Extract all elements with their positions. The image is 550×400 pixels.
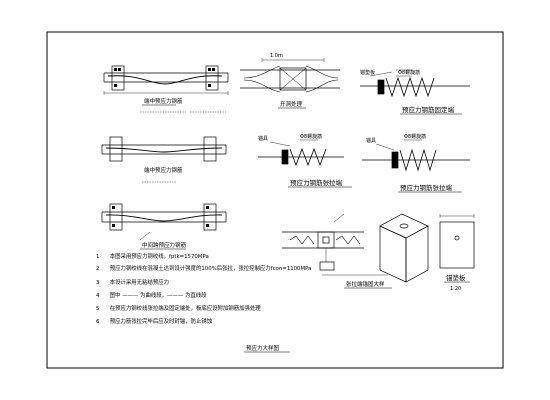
detail-2-caption: 端中预应力钢筋 [144,166,183,174]
note-6-text: 预应力筋张拉完毕后应及时封锚，防止锈蚀 [109,319,213,325]
fixed-end-caption: 预应力钢筋固定端 [402,105,455,114]
detail-3-callout [139,231,151,241]
detail-1-hatch [114,68,215,87]
tension-end-label-b: Φ8螺旋筋 [300,133,322,140]
note-4-num: 4 [96,293,100,299]
detail-3-beam [101,203,227,231]
note-4: 4 图中 ——— 为曲线段，——— 为直线段 [96,293,207,299]
note-3-text: 本设计采用无粘结预应力 [109,280,170,286]
note-1-num: 1 [96,254,100,260]
detail-3-caption: 中间跨预应力钢筋 [142,241,187,249]
note-2: 2 预应力钢绞线在混凝土达到设计强度的100%后张拉，张拉控制应力fcon=11… [96,266,311,272]
drawing-title: 预应力大样图 [246,344,280,352]
note-5-text: 在预应力钢绞线张拉端及固定端处，板底应设附加钢筋加强处理 [109,306,261,312]
note-5: 5 在预应力钢绞线张拉端及固定端处，板底应设附加钢筋加强处理 [96,306,261,312]
anchor-plate-scale: 1:20 [450,286,461,292]
opening-dim-label: 1.0m [270,53,283,59]
note-1-text: 本图采用预应力钢绞线，fptk=1570MPa [109,254,209,260]
opening-caption: 开洞处理 [280,100,303,108]
note-5-num: 5 [96,306,100,312]
note-6-num: 6 [96,319,100,325]
anchor-block-3d [379,213,429,283]
note-6: 6 预应力筋张拉完毕后应及时封锚，防止锈蚀 [96,319,212,325]
note-2-text: 预应力钢绞线在混凝土达到设计强度的100%后张拉，张拉控制应力fcon=1100… [109,266,312,272]
detail-1-caption: 端中预应力钢筋 [144,97,183,105]
fixed-end-label-b: Φ8螺旋筋 [398,69,420,76]
tension-end-detail [258,139,344,167]
note-4-text: 图中 ——— 为曲线段，——— 为直线段 [109,293,207,299]
outer-frame [46,31,504,369]
note-3: 3 本设计采用无粘结预应力 [96,280,169,286]
fixed-end-label-a: 锚垫板 [360,69,375,76]
fixed-end-detail [360,69,470,98]
tension-end-label-a: 锚具 [258,135,268,142]
anchor-section [282,213,364,271]
anchorage-end-label-a: 锚具 [366,137,376,144]
anchor-block-caption: 张拉端锚固大样 [346,280,385,288]
detail-2-beam [101,136,227,162]
note-1: 1 本图采用预应力钢绞线，fptk=1570MPa [96,254,209,260]
note-2-num: 2 [96,266,100,272]
anchor-plate-caption: 锚垫板 [446,273,466,282]
note-3-num: 3 [96,280,100,286]
detail-1-beam [103,65,229,95]
anchorage-end-label-b: Φ8螺旋筋 [404,133,426,140]
anchorage-end-detail [362,139,470,172]
anchorage-end-caption: 预应力钢筋张拉端 [400,183,453,192]
anchor-plate-plan [439,214,475,269]
opening-detail [240,58,340,93]
tension-end-caption: 预应力钢筋张拉端 [290,178,343,187]
detail-3-hatch [112,206,209,227]
